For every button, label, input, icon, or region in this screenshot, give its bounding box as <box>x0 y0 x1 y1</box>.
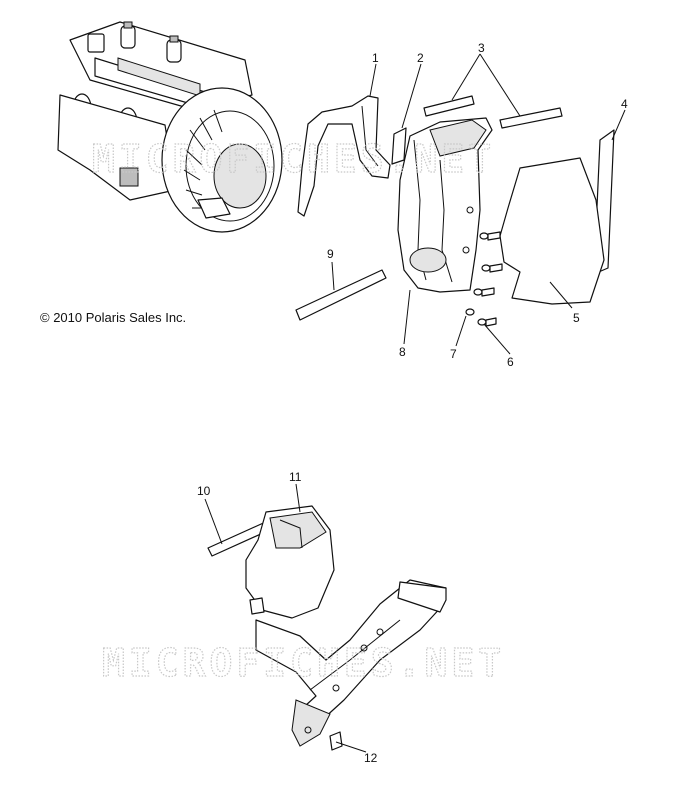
callout-5: 5 <box>573 311 580 325</box>
hardware-bolts <box>465 231 503 327</box>
callout-7: 7 <box>450 347 457 361</box>
part-8-clutch-cover <box>397 117 493 293</box>
part-3-foam-strips <box>423 95 563 129</box>
watermark-upper: MICROFICHES.NET <box>92 137 495 181</box>
leader-lines <box>204 53 626 753</box>
callout-6: 6 <box>507 355 514 369</box>
callout-3: 3 <box>478 41 485 55</box>
callout-4: 4 <box>621 97 628 111</box>
part-1-seal <box>297 95 391 217</box>
part-5-cover <box>499 157 605 305</box>
callout-8: 8 <box>399 345 406 359</box>
callout-2: 2 <box>417 51 424 65</box>
watermark-lower: MICROFICHES.NET <box>102 641 505 685</box>
callout-1: 1 <box>372 51 379 65</box>
copyright-notice: © 2010 Polaris Sales Inc. <box>40 310 186 325</box>
callout-9: 9 <box>327 247 334 261</box>
lower-duct-bracket <box>255 579 447 751</box>
callout-12: 12 <box>364 751 378 765</box>
part-11-intake-box <box>245 505 335 619</box>
callout-11: 11 <box>289 470 302 484</box>
engine-illustration <box>57 21 283 233</box>
part-9-foam-strip <box>295 269 387 321</box>
callout-10: 10 <box>197 484 211 498</box>
